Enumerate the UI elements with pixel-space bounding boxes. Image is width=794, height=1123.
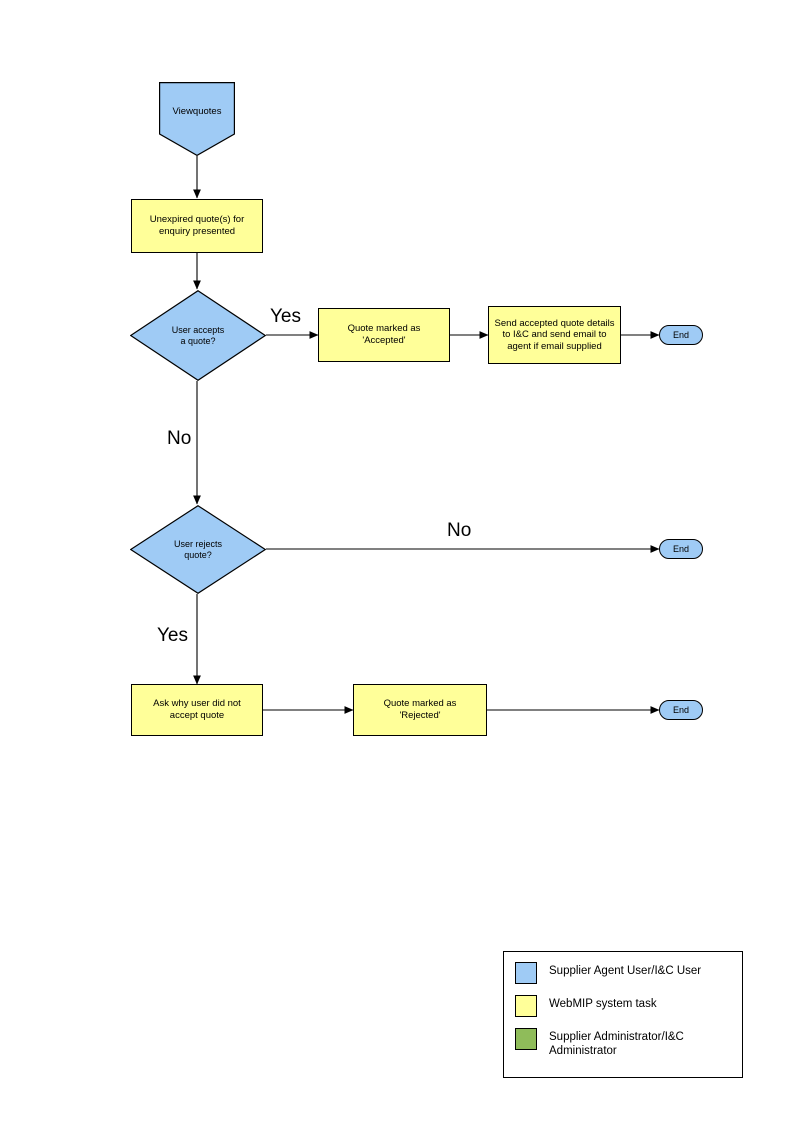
node-send-accepted-details[interactable]: Send accepted quote details to I&C and s… bbox=[488, 306, 621, 364]
node-decision-user-accepts-label: User accepts a quote? bbox=[149, 325, 247, 347]
node-end-no-reject-label: End bbox=[672, 543, 689, 554]
rejected-line2: 'Rejected' bbox=[399, 710, 441, 721]
legend-swatch-webmip-system bbox=[515, 995, 537, 1017]
legend-item: Supplier Agent User/I&C User bbox=[515, 962, 730, 984]
legend-label-webmip-system: WebMIP system task bbox=[549, 998, 657, 1010]
legend-label-supplier-admin: Supplier Administrator/I&C Administrator bbox=[549, 1031, 684, 1057]
ask-why-line2: accept quote bbox=[169, 710, 225, 721]
legend-swatch-supplier-agent bbox=[515, 962, 537, 984]
node-end-reject-label: End bbox=[672, 704, 689, 715]
diamond-shape bbox=[130, 290, 266, 381]
decision-rejects-line1: User rejects bbox=[173, 538, 222, 549]
legend-box: Supplier Agent User/I&C User WebMIP syst… bbox=[503, 951, 743, 1078]
node-start-label: Viewquotes bbox=[172, 106, 222, 118]
node-ask-why-not-accepted[interactable]: Ask why user did not accept quote bbox=[131, 684, 263, 736]
node-unexpired-quotes[interactable]: Unexpired quote(s) for enquiry presented bbox=[131, 199, 263, 253]
accepted-line1: Quote marked as bbox=[347, 323, 421, 335]
decision-accepts-line2: a quote? bbox=[180, 335, 216, 346]
node-quote-marked-accepted-label: Quote marked as 'Accepted' bbox=[348, 323, 421, 346]
decision-accepts-line1: User accepts bbox=[171, 324, 225, 335]
edge-label-rejects-yes: Yes bbox=[157, 625, 188, 646]
node-send-accepted-details-label: Send accepted quote details to I&C and s… bbox=[494, 317, 615, 352]
node-ask-why-label: Ask why user did not accept quote bbox=[153, 698, 241, 721]
node-unexpired-quotes-label: Unexpired quote(s) for enquiry presented bbox=[149, 214, 245, 237]
rejected-line1: Quote marked as bbox=[383, 698, 457, 710]
pentagon-shape bbox=[159, 82, 235, 156]
node-quote-marked-rejected-label: Quote marked as 'Rejected' bbox=[384, 698, 457, 721]
node-start-viewquotes[interactable]: Viewquotes bbox=[159, 82, 235, 156]
accepted-line2: 'Accepted' bbox=[362, 335, 406, 346]
legend-label-supplier-agent: Supplier Agent User/I&C User bbox=[549, 965, 702, 977]
edge-label-accepts-no: No bbox=[167, 428, 192, 449]
edge-label-rejects-no: No bbox=[447, 520, 472, 541]
node-end-no-reject[interactable]: End bbox=[659, 539, 703, 559]
node-decision-user-rejects-label: User rejects quote? bbox=[149, 539, 247, 561]
node-decision-user-accepts[interactable]: User accepts a quote? bbox=[130, 290, 266, 381]
node-decision-user-rejects[interactable]: User rejects quote? bbox=[130, 505, 266, 594]
edge-label-accepts-yes: Yes bbox=[270, 306, 301, 327]
ask-why-line1: Ask why user did not bbox=[153, 698, 241, 710]
legend-item: Supplier Administrator/I&C Administrator bbox=[515, 1028, 730, 1058]
node-end-accept[interactable]: End bbox=[659, 325, 703, 345]
diamond-shape bbox=[130, 505, 266, 594]
node-end-reject[interactable]: End bbox=[659, 700, 703, 720]
node-end-accept-label: End bbox=[672, 329, 689, 340]
decision-rejects-line2: quote? bbox=[184, 549, 212, 560]
legend-item: WebMIP system task bbox=[515, 995, 730, 1017]
legend-swatch-supplier-admin bbox=[515, 1028, 537, 1050]
node-quote-marked-rejected[interactable]: Quote marked as 'Rejected' bbox=[353, 684, 487, 736]
node-quote-marked-accepted[interactable]: Quote marked as 'Accepted' bbox=[318, 308, 450, 362]
